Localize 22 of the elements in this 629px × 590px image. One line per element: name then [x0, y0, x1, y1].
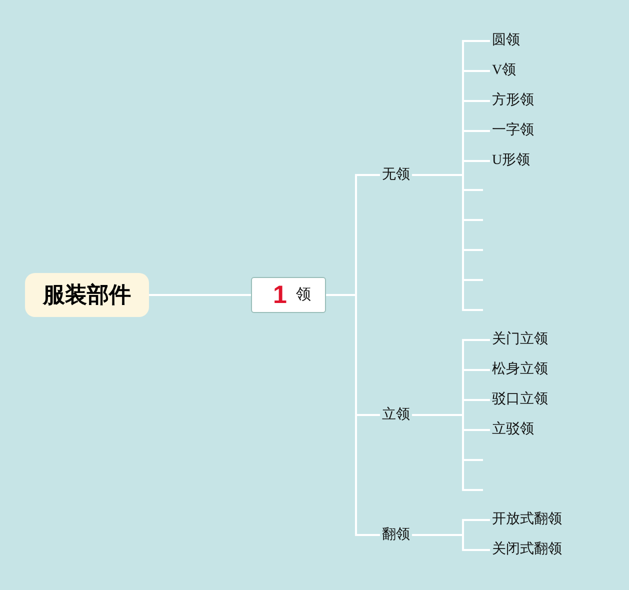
leaf-label: 圆领	[490, 33, 522, 49]
subtopic-label: 翻领	[380, 526, 412, 544]
leaf-label: 方形领	[490, 93, 536, 109]
topic-number: 1	[273, 281, 287, 309]
leaf-label: U形领	[490, 153, 532, 169]
leaf-label: 驳口立领	[490, 392, 550, 408]
central-topic: 服装部件	[25, 273, 149, 317]
subtopic-label: 立领	[380, 406, 412, 424]
leaf-label: 关闭式翻领	[490, 542, 564, 558]
leaf-label: 松身立领	[490, 362, 550, 378]
topic-label: 领	[296, 286, 311, 304]
connector-line	[326, 294, 380, 536]
connector-line	[149, 294, 251, 296]
connector-line	[412, 174, 483, 311]
leaf-label: V领	[490, 63, 518, 79]
leaf-label: 一字领	[490, 123, 536, 139]
leaf-label: 关门立领	[490, 332, 550, 348]
main-topic-box	[251, 277, 326, 313]
connector-line	[412, 534, 490, 551]
leaf-label: 立驳领	[490, 422, 536, 438]
leaf-label: 开放式翻领	[490, 512, 564, 528]
subtopic-label: 无领	[380, 166, 412, 184]
